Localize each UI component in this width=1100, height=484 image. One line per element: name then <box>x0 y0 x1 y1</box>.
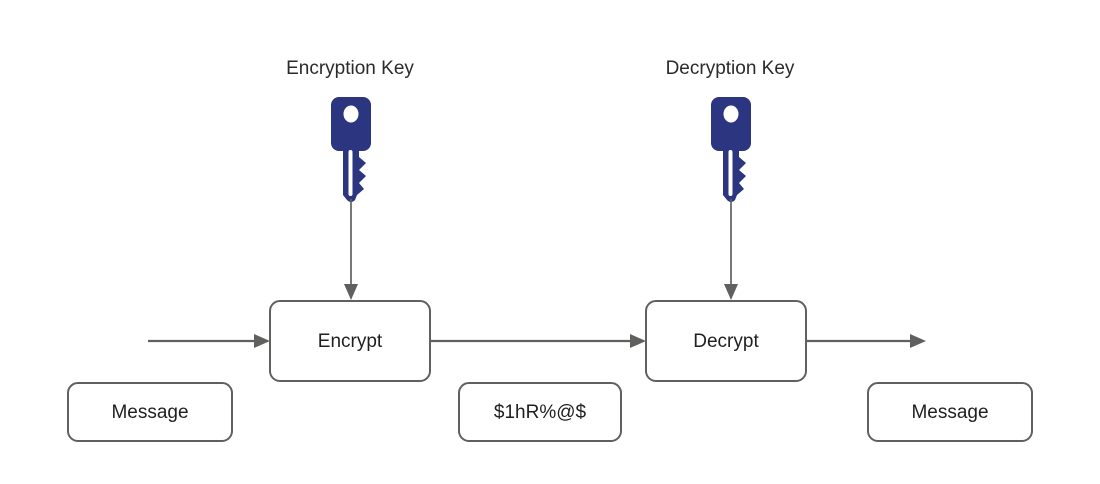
decryption-key-caption: Decryption Key <box>666 58 795 79</box>
plaintext-output-box[interactable] <box>867 382 1033 442</box>
key-icon <box>331 97 371 202</box>
encrypt-node-label: Encrypt <box>318 331 383 352</box>
encryption-key-caption: Encryption Key <box>286 58 414 79</box>
plaintext-output-node[interactable]: Message <box>867 382 1033 442</box>
decrypt-node[interactable]: Decrypt <box>645 300 807 382</box>
ciphertext-box[interactable] <box>458 382 622 442</box>
encrypt-node[interactable]: Encrypt <box>269 300 431 382</box>
ciphertext-flow-arrow <box>430 334 646 348</box>
plaintext-input-node[interactable]: Message <box>67 382 233 442</box>
decrypt-node-label: Decrypt <box>693 331 759 352</box>
ciphertext-label: $1hR%@$ <box>494 402 587 423</box>
encryption-key-group: Encryption Key <box>286 58 414 300</box>
plaintext-input-box[interactable] <box>67 382 233 442</box>
key-icon <box>711 97 751 202</box>
output-flow-arrow <box>806 334 926 348</box>
encryption-key-arrow-head <box>344 284 358 300</box>
plaintext-output-label: Message <box>911 402 988 423</box>
plaintext-input-label: Message <box>111 402 188 423</box>
decryption-key-group: Decryption Key <box>666 58 795 300</box>
ciphertext-node[interactable]: $1hR%@$ <box>458 382 622 442</box>
input-flow-arrow <box>148 334 270 348</box>
decryption-key-arrow-head <box>724 284 738 300</box>
